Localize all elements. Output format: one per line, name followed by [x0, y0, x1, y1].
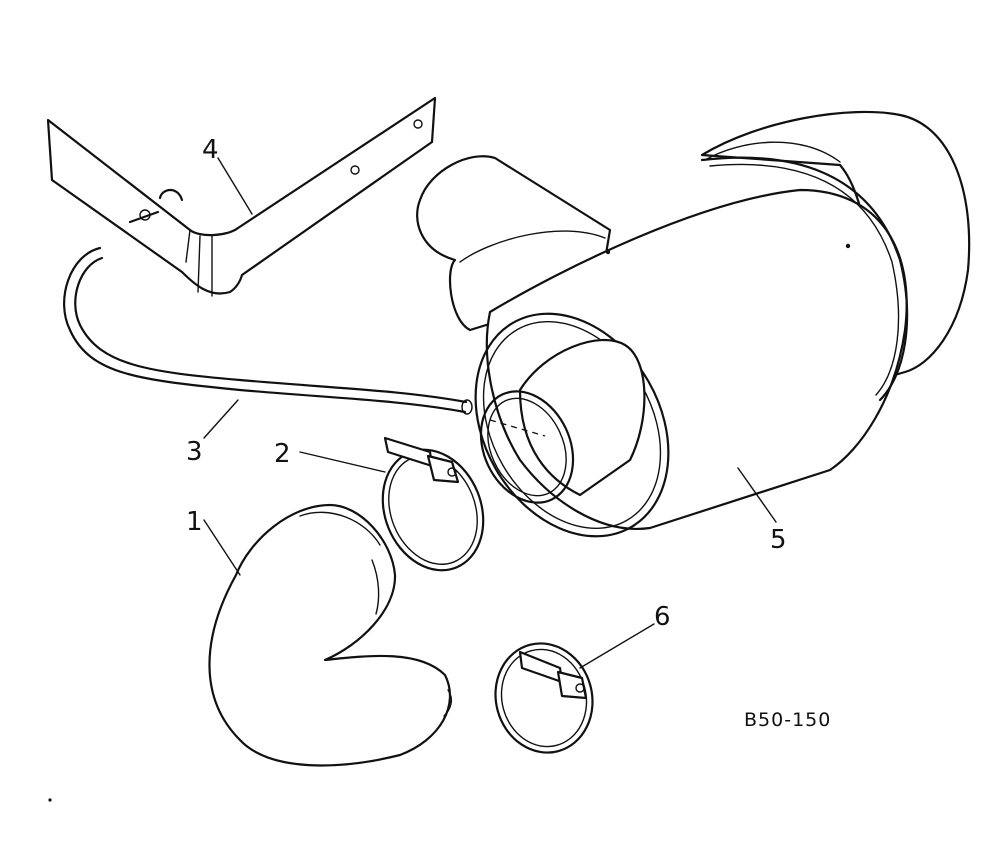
callout-labels: 4 3 2 1 5 6: [186, 135, 787, 632]
leader-lines: [203, 157, 777, 669]
callout-2: 2: [274, 439, 291, 469]
callout-6: 6: [654, 602, 671, 632]
hose-clamp-upper: [381, 436, 485, 572]
speck: [48, 798, 52, 802]
elbow-hose: [208, 503, 453, 767]
callout-5: 5: [770, 525, 787, 555]
mounting-bracket: [46, 96, 437, 297]
callout-3: 3: [186, 437, 203, 467]
air-cleaner-body: [416, 110, 971, 538]
hose-pipe: [63, 246, 473, 415]
callout-1: 1: [186, 507, 203, 537]
callout-4: 4: [202, 135, 219, 165]
reference-code: B50-150: [744, 709, 831, 731]
hose-clamp-lower: [494, 642, 594, 754]
